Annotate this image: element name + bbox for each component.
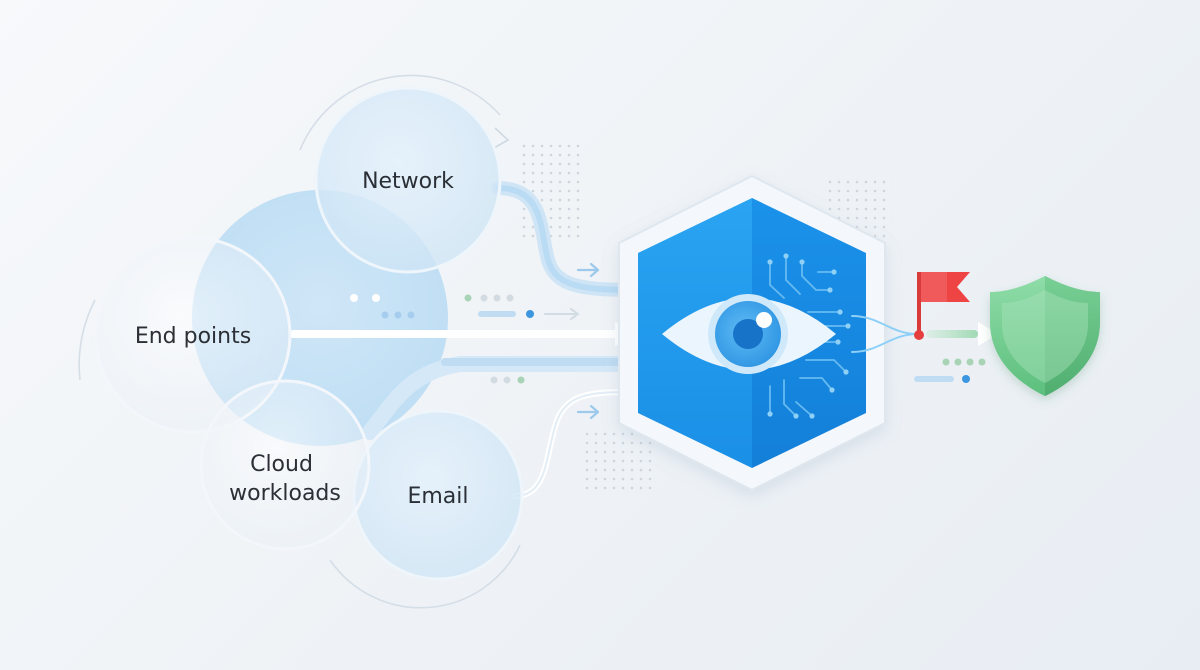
eye-icon: [662, 294, 836, 374]
cloud-label: Cloud workloads: [229, 452, 341, 506]
source-endpoints: End points: [94, 236, 292, 434]
source-email: Email: [352, 409, 524, 581]
orbit-arrowhead: [493, 127, 510, 149]
output-traces: [851, 315, 919, 353]
network-label: Network: [362, 169, 454, 194]
orbit-arcs: [78, 74, 521, 609]
output-arrowhead: [978, 322, 998, 346]
email-label: Email: [407, 484, 468, 509]
circuit-nodes: [767, 253, 851, 419]
source-network: Network: [314, 86, 502, 274]
cloud-label-line-2: workloads: [229, 481, 341, 506]
green-beam: [926, 330, 978, 338]
green-shield-icon: [990, 276, 1100, 396]
endpoints-label: End points: [135, 324, 251, 349]
cloud-label-line-1: Cloud: [250, 452, 313, 477]
red-flag-icon: [914, 272, 970, 340]
status-dots: [350, 294, 986, 384]
flow-connectors: [362, 181, 648, 499]
gray-arrow-icon: [544, 308, 580, 320]
source-cloud-workloads: Cloud workloads: [199, 379, 371, 551]
dot-texture: [520, 140, 892, 492]
small-arrows: [576, 262, 600, 420]
